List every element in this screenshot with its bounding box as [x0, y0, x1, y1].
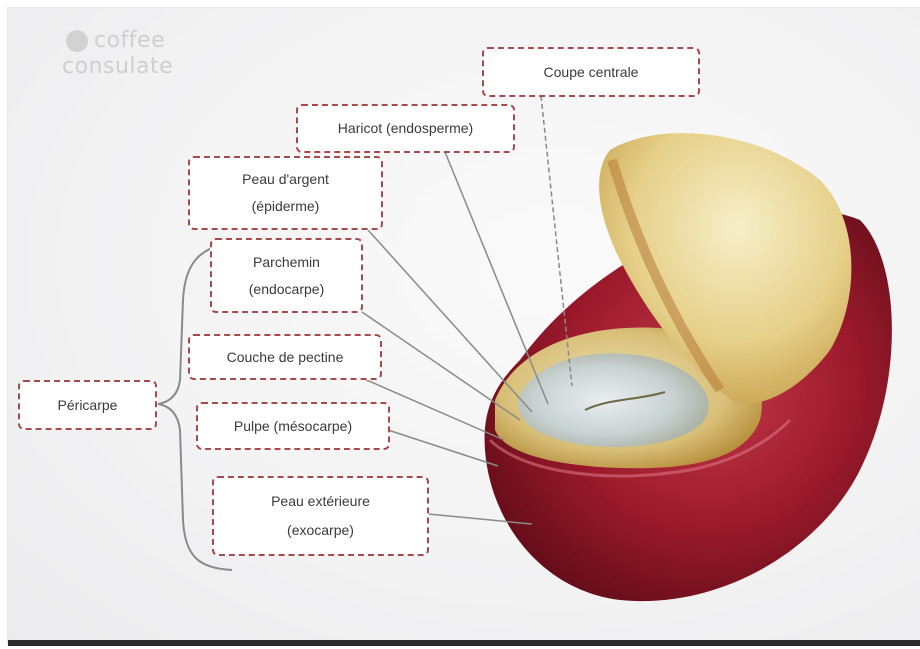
leader-peau-argent	[368, 230, 532, 412]
label-pulpe: Pulpe (mésocarpe)	[196, 402, 390, 450]
label-pericarpe: Péricarpe	[18, 380, 157, 430]
logo-text-line2: consulate	[62, 54, 173, 79]
label-peau-exterieure: Peau extérieure (exocarpe)	[212, 476, 429, 556]
label-peau-argent-line2: (épiderme)	[252, 197, 320, 216]
label-peau-exterieure-line2: (exocarpe)	[287, 521, 354, 540]
label-peau-exterieure-line1: Peau extérieure	[271, 492, 370, 511]
label-coupe-centrale: Coupe centrale	[482, 47, 700, 97]
label-haricot-text: Haricot (endosperme)	[338, 119, 473, 138]
leader-haricot	[445, 152, 548, 404]
label-couche-pectine-text: Couche de pectine	[227, 348, 344, 367]
coffee-consulate-logo: coffee consulate	[62, 28, 202, 88]
leader-pulpe	[388, 430, 498, 466]
photo-bottom-border	[8, 640, 920, 646]
label-parchemin: Parchemin (endocarpe)	[210, 238, 363, 313]
label-pulpe-text: Pulpe (mésocarpe)	[234, 417, 352, 436]
logo-mark-icon	[66, 30, 88, 52]
logo-text-line1: coffee	[94, 28, 165, 53]
label-coupe-centrale-text: Coupe centrale	[544, 63, 639, 82]
label-couche-pectine: Couche de pectine	[188, 334, 382, 380]
label-parchemin-line1: Parchemin	[253, 253, 320, 272]
label-peau-argent: Peau d'argent (épiderme)	[188, 156, 383, 230]
label-haricot: Haricot (endosperme)	[296, 104, 515, 153]
label-parchemin-line2: (endocarpe)	[249, 280, 325, 299]
label-pericarpe-text: Péricarpe	[58, 396, 118, 415]
label-peau-argent-line1: Peau d'argent	[242, 170, 329, 189]
